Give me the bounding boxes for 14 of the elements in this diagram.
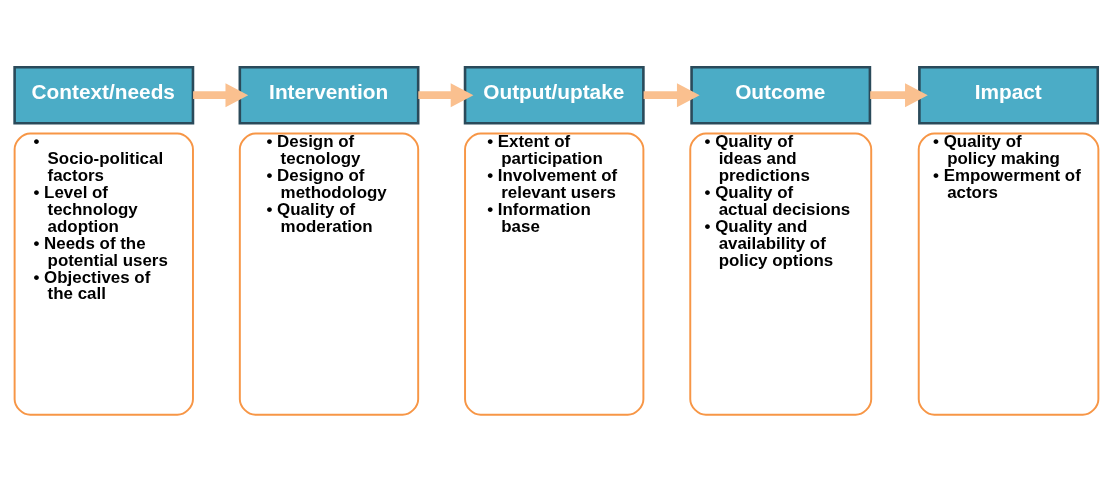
node-box: • Quality of ideas and predictions • Quality of actual decisions • Quality and availability of policy options: [689, 132, 873, 416]
node-box: Context/needs: [13, 65, 195, 125]
node-box: Intervention: [238, 65, 420, 125]
node-box: • Design of tecnology • Designo of methodology • Quality of moderation: [238, 132, 420, 416]
node-box: • Socio-political factors • Level of technology adoption • Needs of the potential users • Objectives of the call: [13, 132, 194, 416]
node-box: Output/uptake: [463, 65, 645, 125]
arrow: [193, 83, 249, 108]
node-box: Outcome: [690, 65, 872, 125]
node-box: Impact: [918, 65, 1100, 125]
arrow: [418, 83, 474, 108]
node-box: • Extent of participation • Involvement of relevant users • Information base: [464, 132, 645, 416]
node-box: • Quality of policy making • Empowerment of actors: [917, 132, 1100, 416]
arrow: [643, 83, 700, 108]
arrow: [870, 83, 928, 108]
